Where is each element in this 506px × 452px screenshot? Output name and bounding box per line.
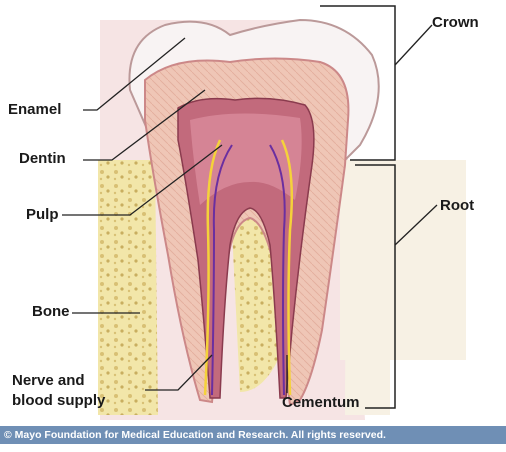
crown-leader [395, 25, 432, 65]
bone-left [98, 160, 158, 415]
label-nerve-line1: Nerve and [12, 372, 85, 390]
label-pulp: Pulp [26, 206, 59, 224]
label-crown: Crown [432, 14, 479, 32]
label-dentin: Dentin [19, 150, 66, 168]
label-enamel: Enamel [8, 101, 61, 119]
label-bone: Bone [32, 303, 70, 321]
copyright-footer: © Mayo Foundation for Medical Education … [0, 426, 506, 444]
label-nerve-line2: blood supply [12, 392, 105, 410]
label-root: Root [440, 197, 474, 215]
bone-right [345, 170, 390, 415]
label-cementum: Cementum [282, 394, 360, 412]
